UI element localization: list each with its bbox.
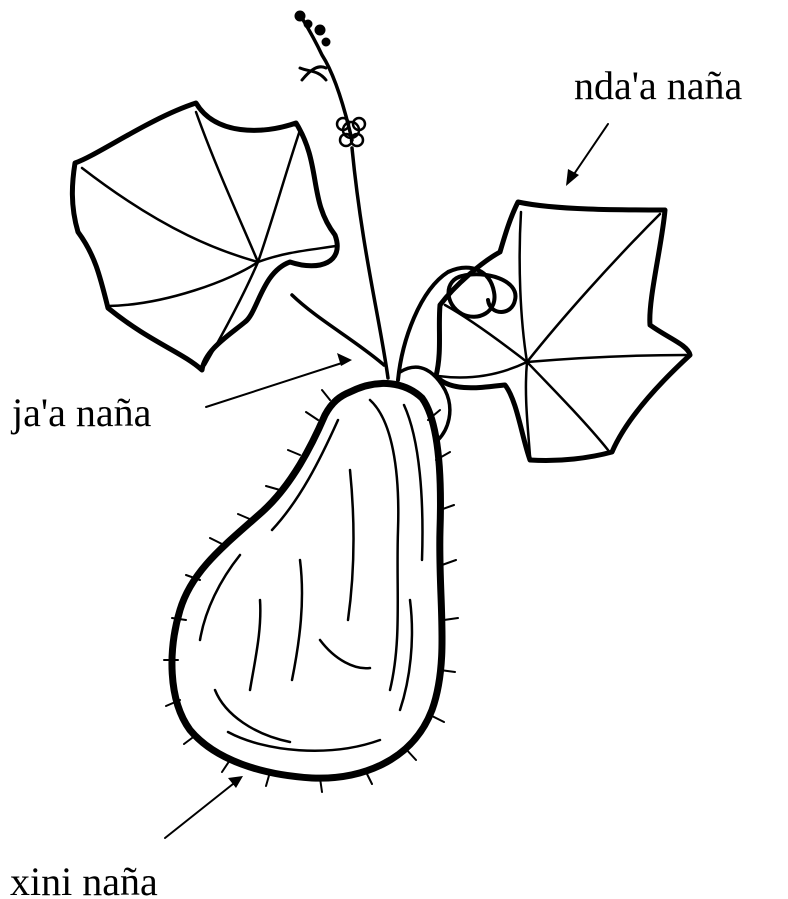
left-leaf <box>72 103 337 370</box>
pointer-arrows <box>165 124 608 838</box>
arrow-leaf-head <box>566 169 579 186</box>
label-leaf: nda'a naña <box>574 66 742 106</box>
left-leaf-veins <box>82 112 336 365</box>
fruit <box>164 383 458 792</box>
right-leaf-veins <box>438 212 686 456</box>
label-fruit: xini naña <box>10 862 158 899</box>
label-stem: ja'a naña <box>12 393 151 433</box>
fruit-shading <box>200 400 422 751</box>
stems <box>292 18 450 440</box>
flower-cluster <box>295 11 365 146</box>
right-leaf <box>398 202 690 461</box>
arrow-fruit-line <box>165 780 238 838</box>
arrow-leaf-line <box>570 124 608 180</box>
arrow-stem-line <box>206 362 345 407</box>
